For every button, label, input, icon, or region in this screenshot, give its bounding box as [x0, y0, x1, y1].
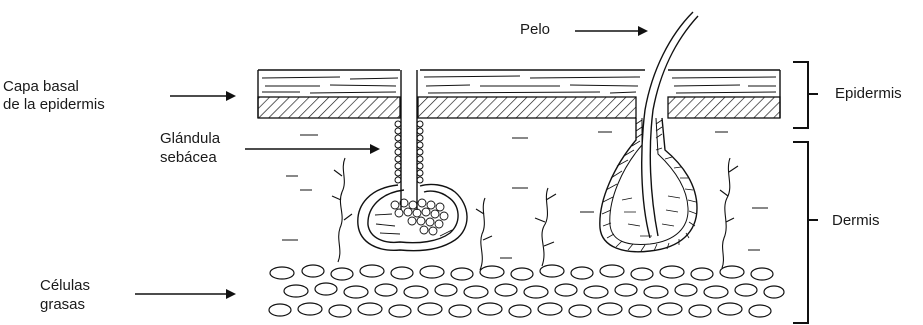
label-glandula-line1: Glándula	[160, 130, 220, 148]
label-celulas-line1: Células	[40, 277, 90, 295]
label-celulas-line2: grasas	[40, 296, 85, 314]
fat-cells	[269, 265, 784, 317]
epidermis-bracket	[793, 62, 818, 128]
arrow-capa-basal	[170, 91, 236, 101]
label-pelo: Pelo	[520, 21, 550, 39]
label-capa-basal-line1: Capa basal	[3, 78, 79, 96]
dermis-fibers	[332, 158, 738, 270]
basal-layer-hatched	[258, 97, 780, 118]
arrow-glandula	[245, 144, 380, 154]
label-dermis: Dermis	[832, 212, 880, 230]
label-epidermis: Epidermis	[835, 85, 902, 103]
hair-follicle	[600, 12, 698, 252]
arrow-celulas	[135, 289, 236, 299]
label-glandula-line2: sebácea	[160, 149, 217, 167]
arrow-pelo	[575, 26, 648, 36]
label-capa-basal-line2: de la epidermis	[3, 96, 105, 114]
dermis-bracket	[793, 142, 818, 323]
